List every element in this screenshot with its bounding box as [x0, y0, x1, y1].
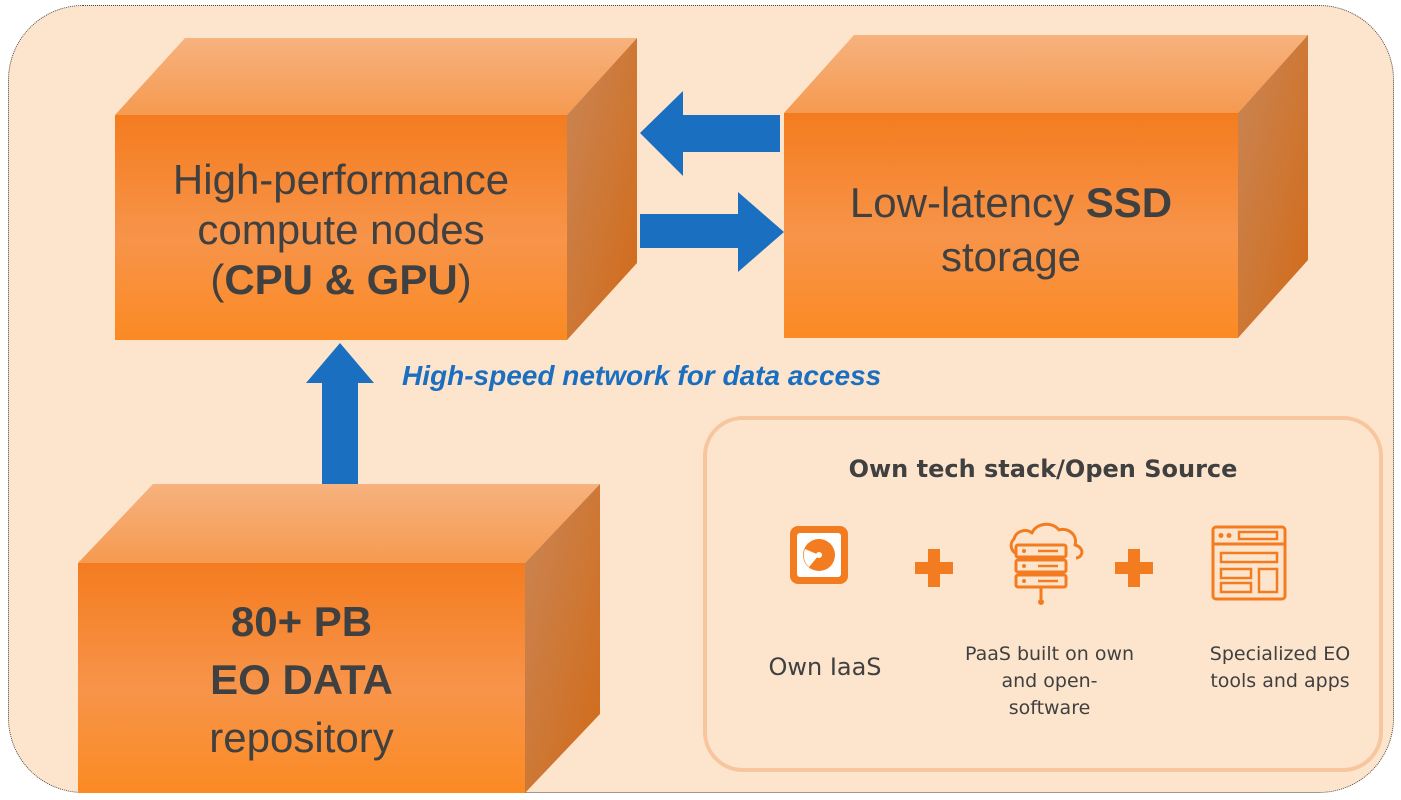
data-line1: 80+ PB	[230, 598, 373, 645]
network-label: High-speed network for data access	[402, 360, 882, 391]
compute-line2: compute nodes	[197, 206, 485, 253]
cloud-server-icon	[1009, 522, 1084, 605]
plus-icon	[915, 549, 953, 587]
data-line2: EO DATA	[210, 656, 393, 703]
arrow-right-to-storage	[640, 192, 784, 272]
web-app-icon	[1211, 525, 1287, 601]
storage-box-shape	[784, 35, 1308, 338]
compute-line1: High-performance	[172, 156, 510, 203]
compute-box-shape	[115, 38, 637, 340]
compute-line3-close: )	[457, 256, 472, 303]
stack-label-iaas: Own IaaS	[768, 653, 882, 681]
stack-label-paas: PaaS built on own and open-software	[964, 643, 1135, 719]
compute-line3-open: (	[210, 256, 225, 303]
storage-line1-normal: Low-latency	[849, 179, 1086, 226]
storage-line1-bold: SSD	[1085, 179, 1173, 226]
tech-stack-title: Own tech stack/Open Source	[848, 455, 1238, 483]
storage-line1: Low-latency SSD	[850, 176, 1172, 230]
compute-line3-bold: CPU & GPU	[224, 256, 458, 303]
storage-box-label: Low-latency SSD storage	[784, 165, 1238, 295]
plus-icon	[1115, 549, 1153, 587]
data-box-label: 80+ PB EO DATA repository	[78, 590, 525, 770]
arrow-left-to-compute	[640, 91, 780, 176]
hard-disk-icon	[790, 526, 848, 584]
data-box-shape	[78, 484, 600, 793]
storage-line2: storage	[940, 233, 1082, 280]
stack-label-eo-tools: Specialized EO tools and apps	[1209, 643, 1351, 692]
tech-stack-panel	[703, 416, 1383, 772]
data-line3: repository	[209, 714, 394, 761]
compute-box-label: High-performance compute nodes (CPU & GP…	[115, 140, 567, 320]
compute-line3: (CPU & GPU)	[210, 255, 471, 305]
arrow-up-to-compute	[306, 343, 374, 484]
